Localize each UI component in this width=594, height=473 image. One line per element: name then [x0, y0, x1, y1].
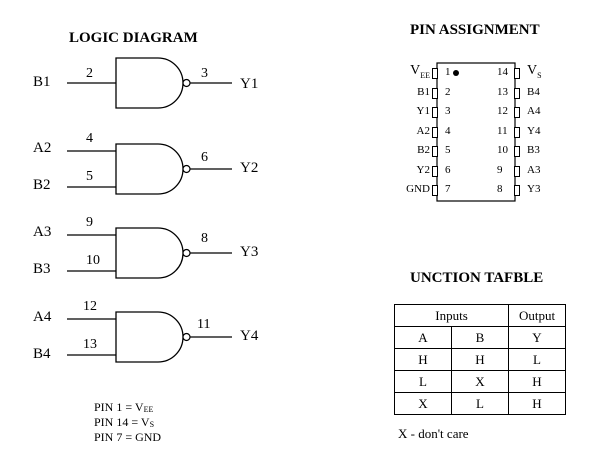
- chip-right-pin: [514, 87, 520, 99]
- pin-note-gnd: PIN 7 = GND: [94, 430, 162, 444]
- gate2-input2-label: B2: [33, 177, 51, 193]
- chip-right-pin-number: 10: [497, 144, 508, 156]
- gate1-input-label: B1: [33, 74, 51, 90]
- inputs-header: Inputs: [394, 304, 509, 327]
- table-cell: L: [508, 348, 566, 371]
- nand-gate-1: [67, 57, 232, 109]
- chip-right-pin-label: B4: [527, 85, 540, 98]
- gate4-input1-pin: 12: [83, 299, 97, 314]
- pin-note-vee: PIN 1 = VEE: [94, 400, 154, 414]
- pin-assignment-title: PIN ASSIGNMENT: [410, 22, 540, 38]
- gate4-output-label: Y4: [240, 328, 259, 344]
- chip-left-pin-number: 1: [445, 66, 451, 78]
- chip-right-pin: [514, 107, 520, 118]
- table-cell: H: [508, 370, 566, 393]
- table-row: L X H: [394, 370, 566, 393]
- chip-left-pin-number: 5: [445, 144, 451, 156]
- nand-gate-3: [67, 227, 232, 279]
- chip-right-pin-label: Y3: [527, 183, 541, 195]
- table-cell: H: [394, 348, 452, 371]
- chip-left-pin: [432, 68, 438, 79]
- dont-care-note: X - don't care: [398, 426, 469, 441]
- table-cell: L: [451, 392, 509, 415]
- table-cell: H: [451, 348, 509, 371]
- chip-left-pin-number: 7: [445, 183, 451, 195]
- chip-right-pin-label: Y4: [527, 124, 541, 137]
- logic-diagram-title: LOGIC DIAGRAM: [69, 30, 198, 46]
- chip-left-pin-number: 2: [445, 85, 451, 98]
- gate3-input2-pin: 10: [86, 253, 100, 268]
- gate3-input1-label: A3: [33, 224, 52, 240]
- gate4-output-pin: 11: [197, 317, 211, 332]
- chip-right-pin-number: 9: [497, 163, 503, 176]
- chip-right-pin: [514, 185, 520, 196]
- table-cell: H: [508, 392, 566, 415]
- chip-right-pin: [514, 165, 520, 177]
- chip-right-pin-number: 13: [497, 85, 508, 98]
- chip-left-pin: [432, 165, 438, 177]
- chip-right-pin-label: B3: [527, 144, 540, 156]
- chip-right-pin-label: VS: [527, 63, 542, 80]
- function-table: Inputs Output A B Y H H L L X H X L H: [394, 304, 566, 415]
- chip-left-pin-number: 4: [445, 124, 451, 137]
- chip-left-pin-label: A2: [416, 124, 430, 137]
- gate3-output-pin: 8: [201, 231, 208, 246]
- function-table-title: UNCTION TAFBLE: [410, 270, 544, 286]
- gate1-output-label: Y1: [240, 76, 259, 92]
- gate1-output-pin: 3: [201, 66, 208, 81]
- gate2-output-label: Y2: [240, 160, 259, 176]
- output-header: Output: [508, 304, 566, 327]
- chip-left-pin-label: GND: [406, 183, 430, 195]
- gate2-input1-pin: 4: [86, 131, 93, 146]
- gate3-input2-label: B3: [33, 261, 51, 277]
- nand-gate-2: [67, 143, 232, 195]
- nand-gate-4: [67, 311, 232, 363]
- chip-left-pin: [432, 126, 438, 138]
- chip-left-pin-label: Y2: [416, 163, 430, 176]
- chip-right-pin-number: 14: [497, 66, 508, 78]
- table-cell: X: [451, 370, 509, 393]
- col-a-header: A: [394, 326, 452, 349]
- chip-right-pin: [514, 146, 520, 157]
- col-y-header: Y: [508, 326, 566, 349]
- gate2-output-pin: 6: [201, 150, 208, 165]
- chip-left-pin-label: Y1: [416, 105, 430, 117]
- chip-left-pin-number: 6: [445, 163, 451, 176]
- gate1-input-pin: 2: [86, 66, 93, 81]
- table-cell: X: [394, 392, 452, 415]
- chip-right-pin-number: 12: [497, 105, 508, 117]
- gate2-input1-label: A2: [33, 140, 52, 156]
- chip-right-pin: [514, 126, 520, 138]
- gate4-input2-pin: 13: [83, 337, 97, 352]
- gate4-input1-label: A4: [33, 309, 52, 325]
- gate4-input2-label: B4: [33, 346, 51, 362]
- chip-right-pin-label: A4: [527, 105, 541, 117]
- gate3-input1-pin: 9: [86, 215, 93, 230]
- gate2-input2-pin: 5: [86, 169, 93, 184]
- chip-right-pin: [514, 68, 520, 79]
- table-cell: L: [394, 370, 452, 393]
- chip-left-pin-label: VEE: [410, 63, 430, 80]
- chip-left-pin: [432, 146, 438, 157]
- table-row: H H L: [394, 348, 566, 371]
- chip-left-pin: [432, 185, 438, 196]
- chip-left-pin-label: B1: [417, 85, 430, 98]
- chip-left-pin-label: B2: [417, 144, 430, 156]
- table-row: X L H: [394, 392, 566, 415]
- chip-right-pin-number: 8: [497, 183, 503, 195]
- chip-right-pin-number: 11: [497, 124, 508, 137]
- chip-right-pin-label: A3: [527, 163, 541, 176]
- chip-left-pin: [432, 107, 438, 118]
- chip-left-pin-number: 3: [445, 105, 451, 117]
- chip-left-pin: [432, 87, 438, 99]
- col-b-header: B: [451, 326, 509, 349]
- pin1-dot: [453, 70, 459, 76]
- gate3-output-label: Y3: [240, 244, 259, 260]
- pin-note-vs: PIN 14 = VS: [94, 415, 155, 429]
